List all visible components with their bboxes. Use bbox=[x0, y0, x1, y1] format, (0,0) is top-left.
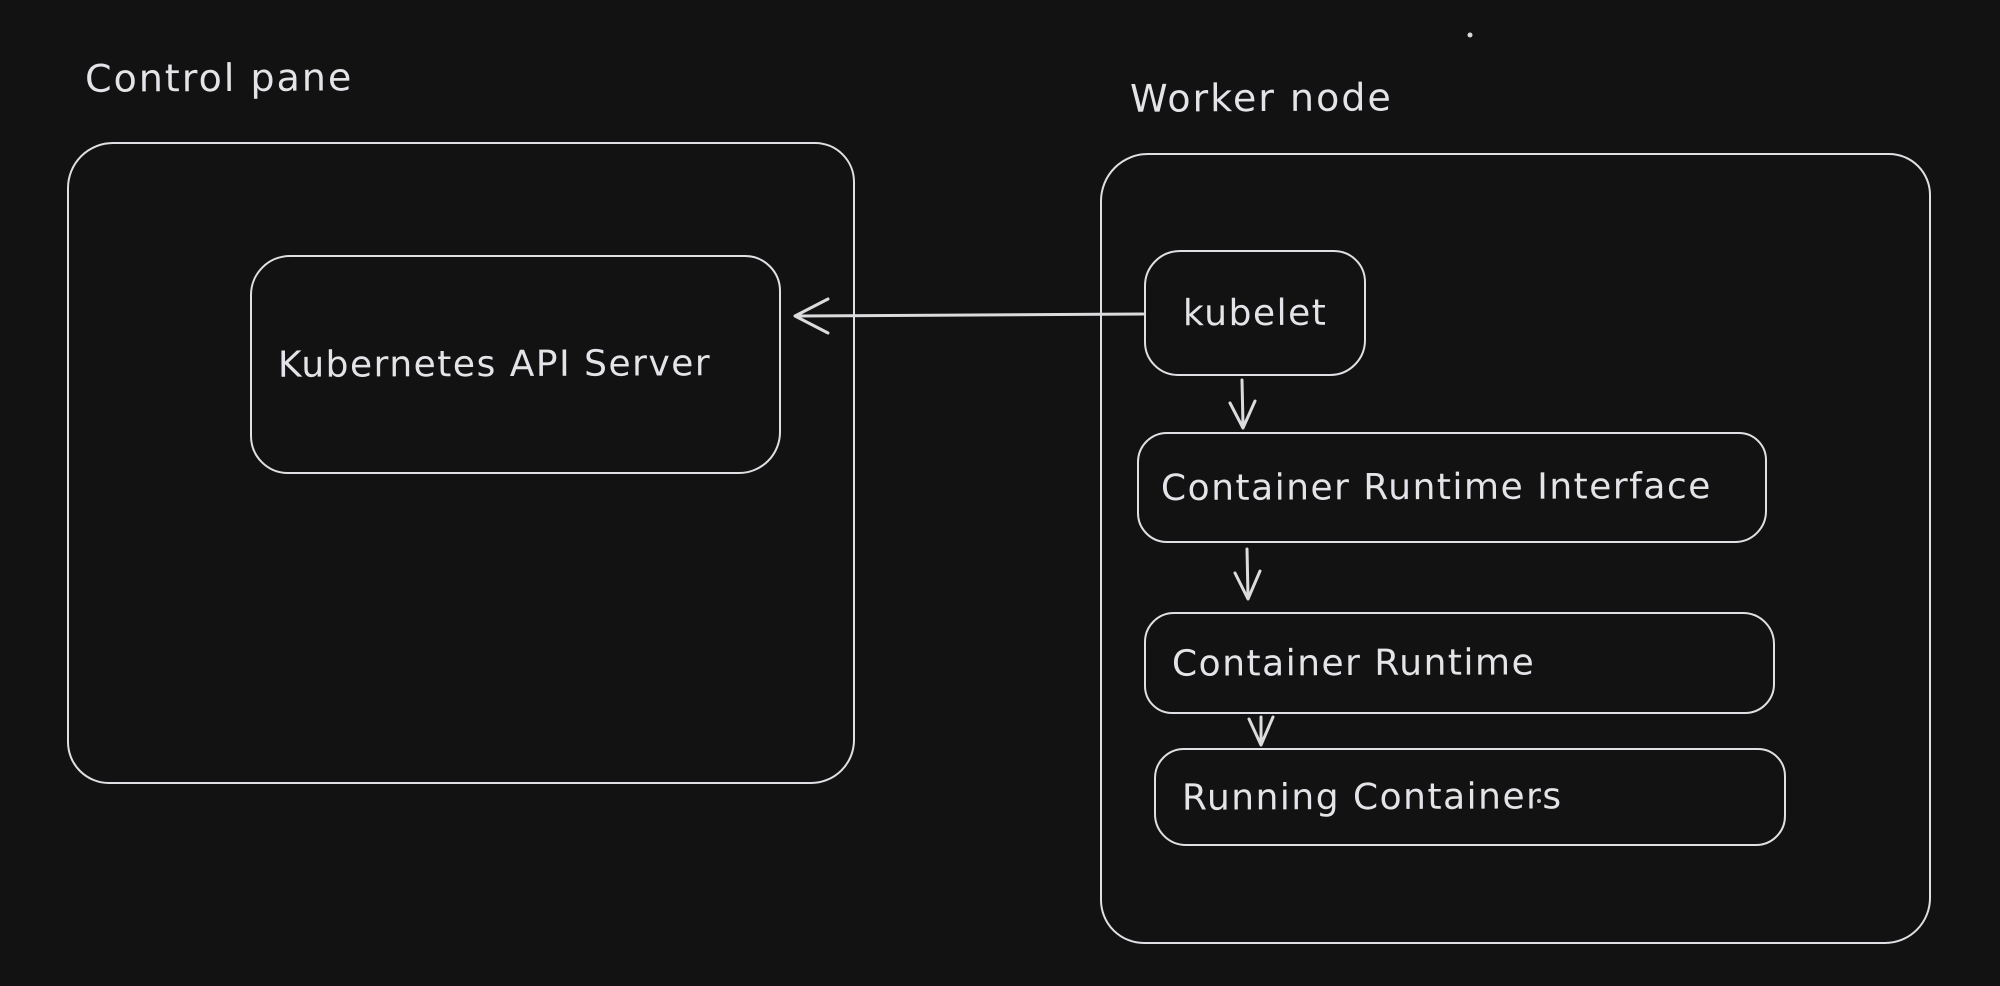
group-box-worker-node[interactable] bbox=[1100, 153, 1931, 944]
node-label-container-runtime-interface: Container Runtime Interface bbox=[1160, 466, 1712, 509]
edge-kubelet-to-cri[interactable] bbox=[1228, 378, 1257, 430]
node-container-runtime-interface[interactable]: Container Runtime Interface bbox=[1137, 432, 1767, 543]
edge-cri-to-container-runtime[interactable] bbox=[1233, 547, 1262, 601]
node-container-runtime[interactable]: Container Runtime bbox=[1144, 612, 1775, 714]
node-label-running-containers: Running Containers bbox=[1181, 775, 1563, 819]
node-label-kubelet: kubelet bbox=[1182, 292, 1328, 334]
node-running-containers[interactable]: Running Containers bbox=[1154, 748, 1786, 846]
group-label-worker-node: Worker node bbox=[1129, 75, 1393, 121]
edge-container-runtime-to-running-containers[interactable] bbox=[1247, 715, 1275, 747]
node-kubelet[interactable]: kubelet bbox=[1144, 250, 1366, 376]
group-box-control-pane[interactable] bbox=[67, 142, 855, 784]
group-label-control-pane: Control pane bbox=[84, 55, 354, 101]
stray-dot-top bbox=[1467, 32, 1473, 38]
node-label-container-runtime: Container Runtime bbox=[1171, 641, 1536, 685]
node-label-kubernetes-api-server: Kubernetes API Server bbox=[277, 343, 712, 386]
node-kubernetes-api-server[interactable]: Kubernetes API Server bbox=[250, 255, 781, 474]
edge-kubelet-to-api-server[interactable] bbox=[793, 297, 1145, 335]
